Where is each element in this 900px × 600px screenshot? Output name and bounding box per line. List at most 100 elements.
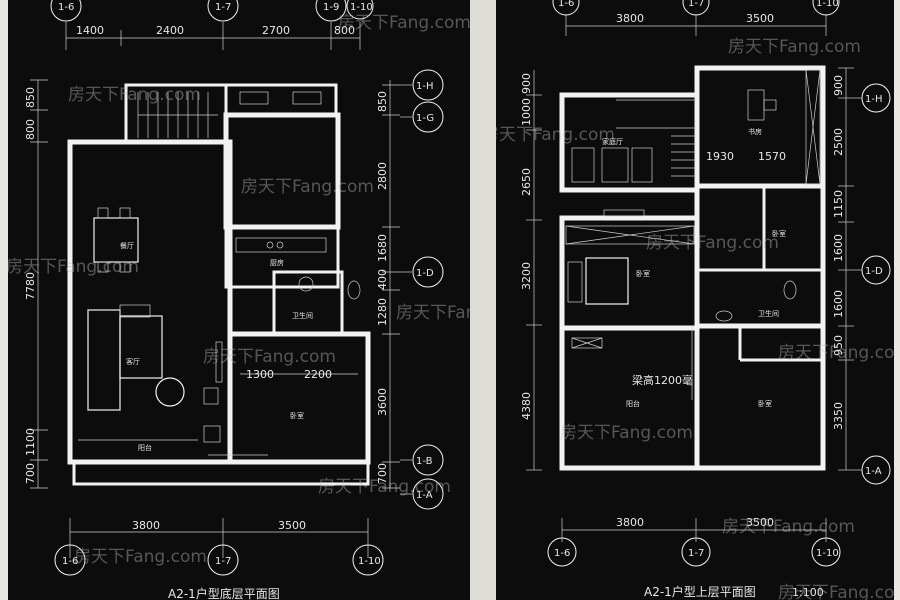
floor-plan-walls	[67, 83, 371, 486]
room-label-bedroom: 卧室	[636, 269, 650, 278]
sofa-set	[87, 304, 219, 411]
svg-text:房天下Fang.com: 房天下Fang.com	[778, 583, 894, 600]
axis-label: 1-7	[688, 0, 704, 9]
dim-label: 950	[832, 335, 845, 356]
dimension-line-bottom: 3800 3500	[69, 518, 369, 558]
dim-label: 800	[24, 119, 37, 140]
dimension-line-left: 1000 900 2650 3200 4380	[520, 70, 542, 471]
dim-label: 1280	[376, 298, 389, 326]
dim-label: 700	[376, 463, 389, 484]
dim-label: 2800	[376, 162, 389, 190]
dim-label: 3350	[832, 402, 845, 430]
dim-label: 1100	[24, 428, 37, 456]
svg-text:房天下Fang.com: 房天下Fang.com	[203, 347, 336, 367]
dimension-line-top: 1400 2400 2700 800	[65, 22, 361, 50]
axis-label: 1-10	[816, 548, 839, 559]
axis-label: 1-B	[416, 456, 433, 467]
watermark: 房天下Fang.com 房天下Fang.com 房天下Fang.com 房天下F…	[496, 37, 894, 600]
room-labels: 书房 家庭厅 卧室 卧室 卫生间 阳台 卧室	[602, 127, 786, 408]
dim-label: 900	[832, 75, 845, 96]
room-label-balcony: 阳台	[138, 443, 152, 452]
dim-label: 1300	[246, 368, 274, 381]
dimension-line-left: 850 800 7780 1100 700	[24, 79, 48, 489]
dimension-line-right: 900 2500 1150 1600 1600 950 3350	[832, 67, 854, 471]
axis-label: 1-D	[416, 268, 434, 279]
axis-bubbles-right: 1-H 1-G 1-D 1-B 1-A	[400, 69, 444, 510]
room-label-bathroom: 卫生间	[292, 311, 313, 320]
ground-floor-plan: 1-6 1-7 1-9 1-10 1400 2400 2700 800 850 …	[8, 0, 470, 600]
svg-text:房天下Fang.com: 房天下Fang.com	[241, 177, 374, 197]
dim-label: 3800	[132, 519, 160, 532]
dim-label: 1930	[706, 150, 734, 163]
svg-text:房天下Fang.com: 房天下Fang.com	[722, 517, 855, 537]
room-label-bedroom: 卧室	[758, 399, 772, 408]
upper-floor-plan: 1-6 1-7 1-10 3800 3500 1000 900 2650 320…	[496, 0, 894, 600]
axis-bubbles-bottom: 1-6 1-7 1-10	[54, 544, 384, 576]
axis-bubbles-top: 1-6 1-7 1-9 1-10	[50, 0, 374, 22]
dimension-line-top: 3800 3500	[565, 12, 827, 36]
svg-text:房天下Fang.com: 房天下Fang.com	[338, 13, 470, 33]
dim-label: 1150	[832, 190, 845, 218]
upper-floor-plan-sheet: 1-6 1-7 1-10 3800 3500 1000 900 2650 320…	[496, 0, 894, 600]
dim-label: 4380	[520, 392, 533, 420]
plan-title: A2-1户型上层平面图	[644, 584, 756, 599]
axis-label: 1-7	[688, 548, 704, 559]
dimension-line-right: 850 2800 1680 400 1280 3600 700	[376, 80, 400, 489]
dim-label: 850	[376, 91, 389, 112]
dining-table	[93, 207, 139, 273]
axis-label: 1-A	[416, 490, 433, 501]
room-label-living: 客厅	[126, 357, 140, 366]
dim-label: 1570	[758, 150, 786, 163]
dim-label: 3500	[746, 12, 774, 25]
axis-label: 1-G	[416, 113, 434, 124]
axis-label: 1-10	[358, 556, 381, 567]
dim-label: 700	[24, 463, 37, 484]
room-label-family: 家庭厅	[602, 137, 623, 146]
dim-label: 2500	[832, 128, 845, 156]
dim-label: 2200	[304, 368, 332, 381]
svg-text:房天下Fang.com: 房天下Fang.com	[496, 125, 615, 145]
axis-label: 1-A	[865, 466, 882, 477]
dim-label: 1000	[520, 98, 533, 126]
axis-label: 1-6	[554, 548, 570, 559]
dim-label: 3200	[520, 262, 533, 290]
axis-label: 1-6	[58, 2, 74, 13]
dim-label: 1600	[832, 234, 845, 262]
svg-text:房天下Fang.com: 房天下Fang.com	[560, 423, 693, 443]
sheet-gap	[470, 0, 496, 600]
dim-label: 400	[376, 269, 389, 290]
room-label-bedroom: 卧室	[290, 411, 304, 420]
svg-text:房天下Fang.com: 房天下Fang.com	[646, 233, 779, 253]
dim-label: 2700	[262, 24, 290, 37]
axis-label: 1-9	[323, 2, 339, 13]
svg-text:房天下Fang.com: 房天下Fang.com	[778, 343, 894, 363]
room-label-kitchen: 厨房	[270, 258, 284, 267]
room-label-dining: 餐厅	[120, 241, 134, 250]
dim-label: 3800	[616, 12, 644, 25]
dim-label: 2400	[156, 24, 184, 37]
axis-bubbles-top: 1-6 1-7 1-10	[552, 0, 840, 16]
svg-text:房天下Fang.com: 房天下Fang.com	[728, 37, 861, 57]
plan-title: A2-1户型底层平面图	[168, 586, 280, 600]
watermark: 房天下Fang.com 房天下Fang.com 房天下Fang.com 房天下F…	[8, 13, 470, 567]
dim-label: 3500	[278, 519, 306, 532]
dim-label: 800	[334, 24, 355, 37]
axis-label: 1-10	[816, 0, 839, 9]
room-label-bedroom: 卧室	[772, 229, 786, 238]
room-labels: 餐厅 厨房 卫生间 客厅 卧室 阳台	[120, 241, 313, 452]
axis-label: 1-6	[62, 556, 78, 567]
svg-text:房天下Fang.com: 房天下Fang.com	[396, 303, 470, 323]
axis-label: 1-6	[558, 0, 574, 9]
axis-bubbles-right: 1-H 1-D 1-A	[854, 83, 891, 485]
beam-annotation: 梁高1200毫	[632, 373, 693, 387]
axis-label: 1-D	[865, 266, 883, 277]
axis-label: 1-H	[865, 94, 883, 105]
dim-label: 7780	[24, 272, 37, 300]
staircase	[616, 99, 696, 177]
axis-label: 1-10	[350, 2, 373, 13]
dim-label: 3800	[616, 516, 644, 529]
dim-label: 850	[24, 87, 37, 108]
axis-bubbles-bottom: 1-6 1-7 1-10	[547, 537, 841, 567]
staircase	[137, 92, 218, 138]
dim-label: 900	[520, 73, 533, 94]
